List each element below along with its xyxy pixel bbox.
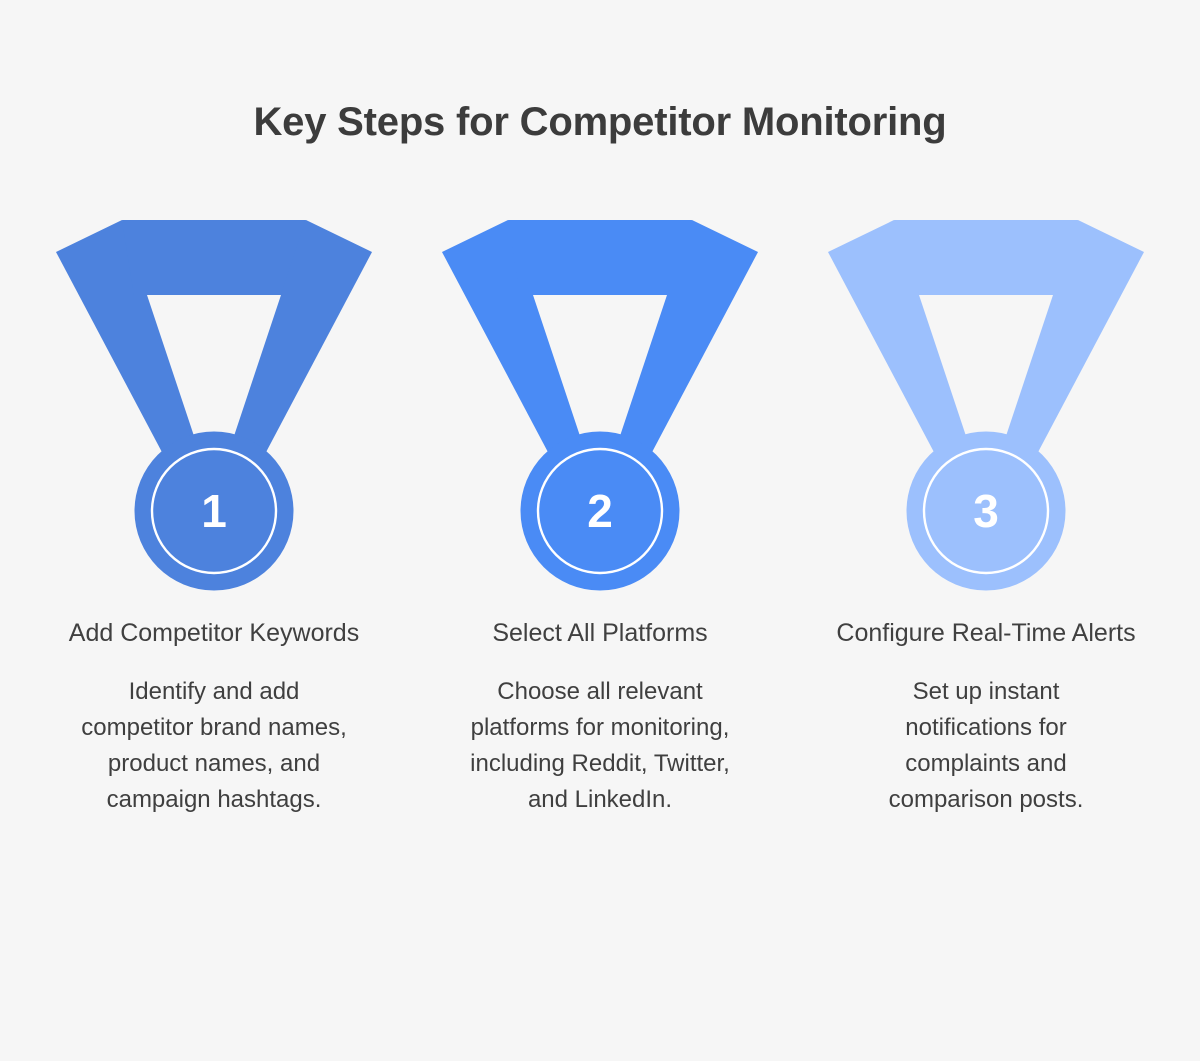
step-body-1: Identify and add competitor brand names,… — [81, 677, 347, 813]
step-body-2: Choose all relevant platforms for monito… — [470, 677, 730, 813]
medal-number-label: 2 — [587, 485, 613, 537]
medal-disc — [906, 431, 1066, 591]
medal-ribbon-2 — [442, 220, 758, 456]
ribbon-left-leg — [828, 220, 966, 456]
medal-icon-1: 1 — [44, 208, 384, 596]
step-heading-1: Add Competitor Keywords — [68, 619, 360, 647]
step-body-3: Set up instant notifications for complai… — [888, 677, 1084, 813]
medal-icon-2: 2 — [430, 208, 770, 596]
medal-number-label: 3 — [973, 485, 999, 537]
medal-ribbon-1 — [56, 220, 372, 456]
ribbon-right-leg — [620, 220, 758, 456]
ribbon-left-leg — [442, 220, 580, 456]
medal-ribbon-3 — [828, 220, 1144, 456]
page-title: Key Steps for Competitor Monitoring — [253, 100, 947, 144]
medal-disc — [520, 431, 680, 591]
medal-icon-3: 3 — [816, 208, 1156, 596]
ribbon-left-leg — [56, 220, 194, 456]
medal-inner-ring — [536, 447, 664, 575]
ribbon-top-band — [508, 220, 692, 295]
steps-row: 1 Add Competitor Keywords Identify and a… — [0, 208, 1200, 818]
step-card-2: 2 Select All Platforms Choose all releva… — [407, 208, 793, 818]
step-card-1: 1 Add Competitor Keywords Identify and a… — [21, 208, 407, 818]
medal-inner-ring — [922, 447, 1050, 575]
ribbon-right-leg — [1006, 220, 1144, 456]
step-heading-3: Configure Real-Time Alerts — [836, 619, 1136, 647]
medal-disc — [134, 431, 294, 591]
medal-inner-ring — [150, 447, 278, 575]
ribbon-top-band — [894, 220, 1078, 295]
medal-number-label: 1 — [201, 485, 227, 537]
ribbon-top-band — [122, 220, 306, 295]
step-heading-2: Select All Platforms — [492, 619, 708, 647]
ribbon-right-leg — [234, 220, 372, 456]
step-card-3: 3 Configure Real-Time Alerts Set up inst… — [793, 208, 1179, 818]
